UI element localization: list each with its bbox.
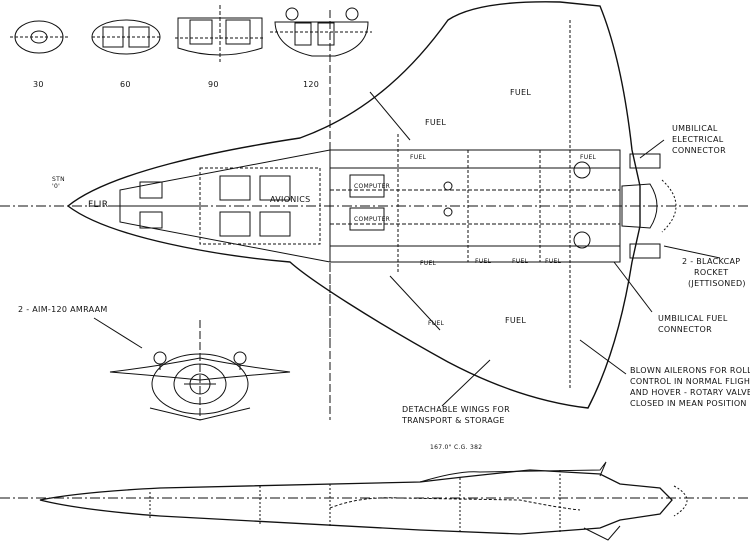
detachable-wings-callout: DETACHABLE WINGS FOR TRANSPORT & STORAGE [402, 405, 510, 425]
blown-ailerons-callout: BLOWN AILERONS FOR ROLL CONTROL IN NORMA… [630, 366, 750, 408]
fuel-label: FUEL [512, 258, 529, 265]
avionics-label: AVIONICS [270, 195, 311, 204]
cross-section-90 [175, 5, 264, 62]
umbilical-electrical-callout: UMBILICAL ELECTRICAL CONNECTOR [672, 124, 726, 155]
cross-section-60 [92, 20, 160, 54]
fuel-label: FUEL [420, 260, 437, 267]
cross-section-30 [10, 21, 68, 53]
blackcap-rocket-callout: 2 - BLACKCAP ROCKET (JETTISONED) [682, 257, 746, 288]
fuel-label: FUEL [428, 320, 445, 327]
flir-label: FLIR [88, 200, 109, 210]
cg-label: 167.0" C.G. 382 [430, 444, 483, 451]
fuel-label: FUEL [545, 258, 562, 265]
station-zero-label: STN '0' [52, 176, 65, 190]
fuel-label: FUEL [510, 88, 532, 97]
fuel-label: FUEL [425, 118, 447, 127]
section-label-90: 90 [208, 80, 219, 89]
section-label-30: 30 [33, 80, 44, 89]
plan-view [68, 2, 676, 408]
section-label-60: 60 [120, 80, 131, 89]
fuel-label: FUEL [580, 154, 597, 161]
fuel-label: FUEL [410, 154, 427, 161]
section-label-120: 120 [303, 80, 320, 89]
umbilical-fuel-callout: UMBILICAL FUEL CONNECTOR [658, 314, 728, 334]
computer-label-1: COMPUTER [354, 183, 391, 190]
fuel-label: FUEL [505, 316, 527, 325]
fuel-label: FUEL [475, 258, 492, 265]
front-view [110, 320, 290, 420]
computer-label-2: COMPUTER [354, 216, 391, 223]
cross-section-120 [270, 8, 372, 56]
missiles-callout: 2 - AIM-120 AMRAAM [18, 305, 108, 314]
side-view [40, 462, 687, 540]
